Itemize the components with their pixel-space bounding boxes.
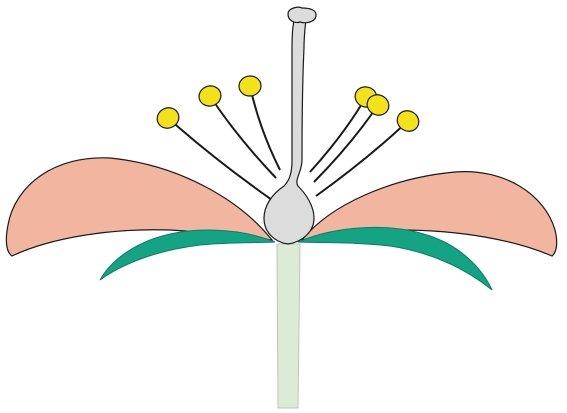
- stigma: [288, 7, 316, 23]
- sepal-left: [100, 230, 275, 280]
- filament-3: [250, 86, 280, 170]
- anther-3: [238, 75, 262, 97]
- filament-5: [314, 105, 378, 182]
- anther-2: [197, 83, 223, 108]
- stalk: [277, 244, 300, 408]
- anthers: [154, 75, 423, 135]
- sepal-right: [298, 227, 492, 290]
- filament-4: [310, 97, 366, 172]
- pistil: [264, 16, 314, 244]
